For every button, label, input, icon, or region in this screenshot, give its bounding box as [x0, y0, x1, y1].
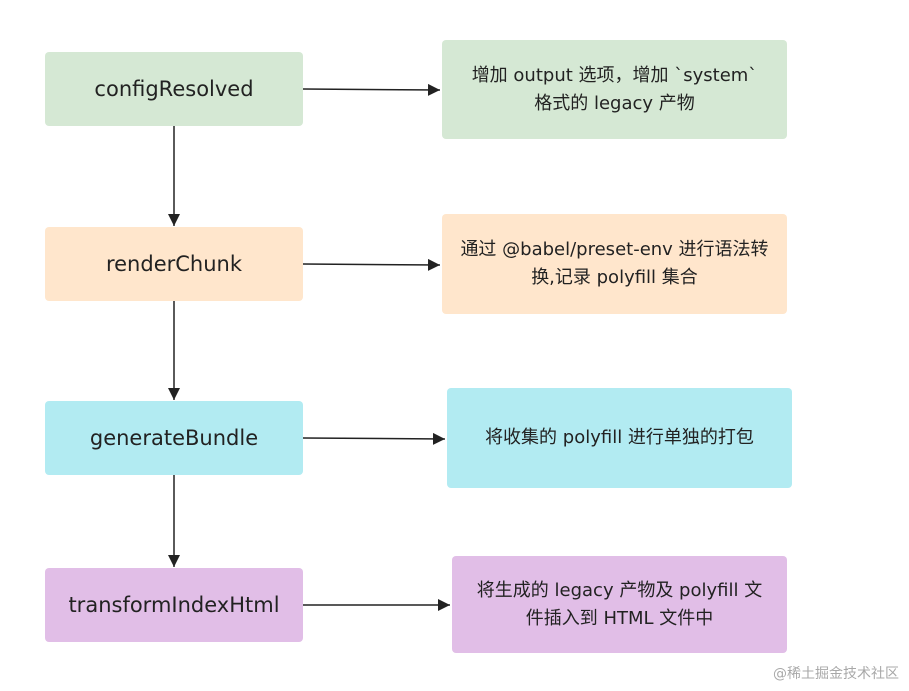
note-configResolved: 增加 output 选项，增加 `system` 格式的 legacy 产物 — [442, 40, 787, 139]
note-text: 增加 output 选项，增加 `system` 格式的 legacy 产物 — [471, 64, 758, 114]
note-transformIndexHtml: 将生成的 legacy 产物及 polyfill 文件插入到 HTML 文件中 — [452, 556, 787, 653]
arrow-renderChunk-to-note — [302, 258, 441, 271]
step-label: transformIndexHtml — [68, 593, 280, 617]
step-label: configResolved — [94, 77, 254, 101]
note-generateBundle: 将收集的 polyfill 进行单独的打包 — [447, 388, 792, 488]
step-generateBundle: generateBundle — [45, 401, 303, 475]
note-text: 将生成的 legacy 产物及 polyfill 文件插入到 HTML 文件中 — [476, 579, 763, 629]
arrow-generateBundle-to-note — [302, 432, 446, 445]
step-label: generateBundle — [89, 426, 259, 450]
watermark: @稀土掘金技术社区 — [773, 666, 899, 682]
note-text: 通过 @babel/preset-env 进行语法转换,记录 polyfill … — [460, 239, 769, 288]
arrow-configResolved-to-note — [302, 83, 441, 96]
note-text: 将收集的 polyfill 进行单独的打包 — [485, 427, 754, 448]
step-configResolved: configResolved — [45, 52, 303, 126]
step-renderChunk: renderChunk — [45, 227, 303, 301]
step-label: renderChunk — [105, 252, 243, 276]
note-renderChunk: 通过 @babel/preset-env 进行语法转换,记录 polyfill … — [442, 214, 787, 314]
step-transformIndexHtml: transformIndexHtml — [45, 568, 303, 642]
